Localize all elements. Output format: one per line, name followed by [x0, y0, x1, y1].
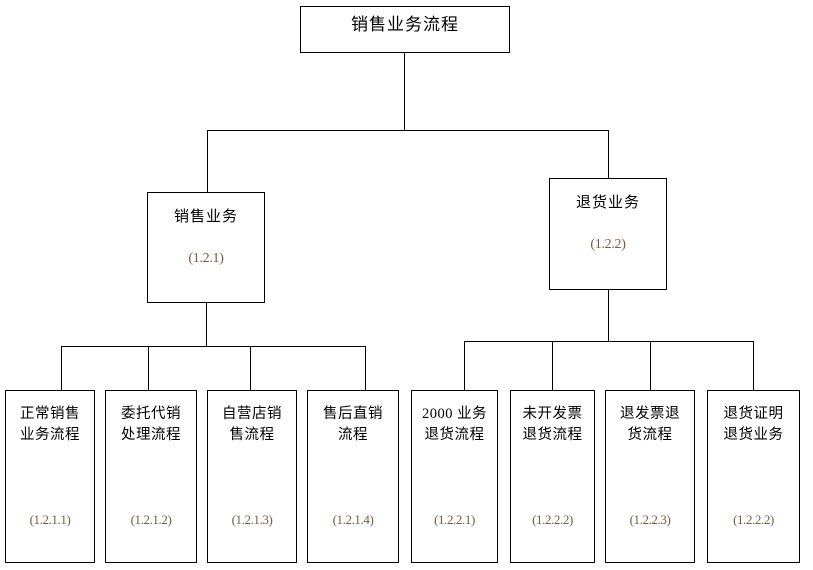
- node-leaf-3-label: 自营店销 售流程: [222, 406, 282, 444]
- node-leaf-6[interactable]: 未开发票 退货流程 (1.2.2.2): [510, 390, 595, 563]
- node-leaf-1-label: 正常销售 业务流程: [20, 406, 80, 444]
- node-leaf-2-code: (1.2.1.2): [130, 512, 172, 527]
- node-leaf-1-code: (1.2.1.1): [29, 512, 71, 527]
- node-sales-label: 销售业务: [173, 209, 238, 225]
- node-leaf-5[interactable]: 2000 业务 退货流程 (1.2.2.1): [411, 390, 498, 563]
- connector-sales-stem: [206, 303, 207, 346]
- connector-returns-child-3: [650, 341, 651, 390]
- node-leaf-4[interactable]: 售后直销 流程 (1.2.1.4): [307, 390, 399, 563]
- node-leaf-3-code: (1.2.1.3): [231, 512, 273, 527]
- connector-sales-bus: [61, 346, 366, 347]
- node-root[interactable]: 销售业务流程: [300, 6, 510, 53]
- connector-sales-child-1: [61, 346, 62, 390]
- node-leaf-1[interactable]: 正常销售 业务流程 (1.2.1.1): [5, 390, 95, 563]
- node-leaf-5-code: (1.2.2.1): [434, 512, 475, 527]
- node-leaf-8[interactable]: 退货证明 退货业务 (1.2.2.2): [707, 390, 800, 563]
- node-leaf-4-code: (1.2.1.4): [332, 512, 374, 527]
- node-returns-code: (1.2.2): [590, 236, 626, 252]
- connector-returns-child-4: [753, 341, 754, 390]
- connector-returns-stem: [608, 290, 609, 341]
- connector-sales-child-3: [250, 346, 251, 390]
- node-sales-code: (1.2.1): [188, 250, 224, 266]
- node-leaf-6-code: (1.2.2.2): [532, 512, 573, 527]
- node-leaf-8-code: (1.2.2.2): [733, 512, 774, 527]
- node-sales[interactable]: 销售业务 (1.2.1): [147, 192, 265, 303]
- node-leaf-2[interactable]: 委托代销 处理流程 (1.2.1.2): [105, 390, 197, 563]
- node-returns[interactable]: 退货业务 (1.2.2): [549, 178, 667, 290]
- node-returns-label: 退货业务: [575, 195, 640, 211]
- connector-sales-child-2: [148, 346, 149, 390]
- node-leaf-7[interactable]: 退发票退 货流程 (1.2.2.3): [605, 390, 695, 563]
- node-leaf-2-label: 委托代销 处理流程: [121, 406, 181, 444]
- connector-returns-child-2: [552, 341, 553, 390]
- node-leaf-6-label: 未开发票 退货流程: [522, 406, 583, 444]
- node-leaf-7-code: (1.2.2.3): [629, 512, 671, 527]
- connector-root-stem: [404, 53, 405, 131]
- node-leaf-5-label: 2000 业务 退货流程: [421, 406, 488, 444]
- connector-returns-child-1: [464, 341, 465, 390]
- node-leaf-4-label: 售后直销 流程: [323, 406, 383, 444]
- connector-to-sales: [207, 130, 208, 192]
- node-root-label: 销售业务流程: [351, 15, 459, 34]
- connector-root-bus: [207, 130, 609, 131]
- connector-returns-bus: [464, 341, 754, 342]
- node-leaf-3[interactable]: 自营店销 售流程 (1.2.1.3): [207, 390, 297, 563]
- connector-to-returns: [608, 130, 609, 178]
- node-leaf-7-label: 退发票退 货流程: [620, 406, 680, 444]
- connector-sales-child-4: [365, 346, 366, 390]
- node-leaf-8-label: 退货证明 退货业务: [723, 406, 784, 444]
